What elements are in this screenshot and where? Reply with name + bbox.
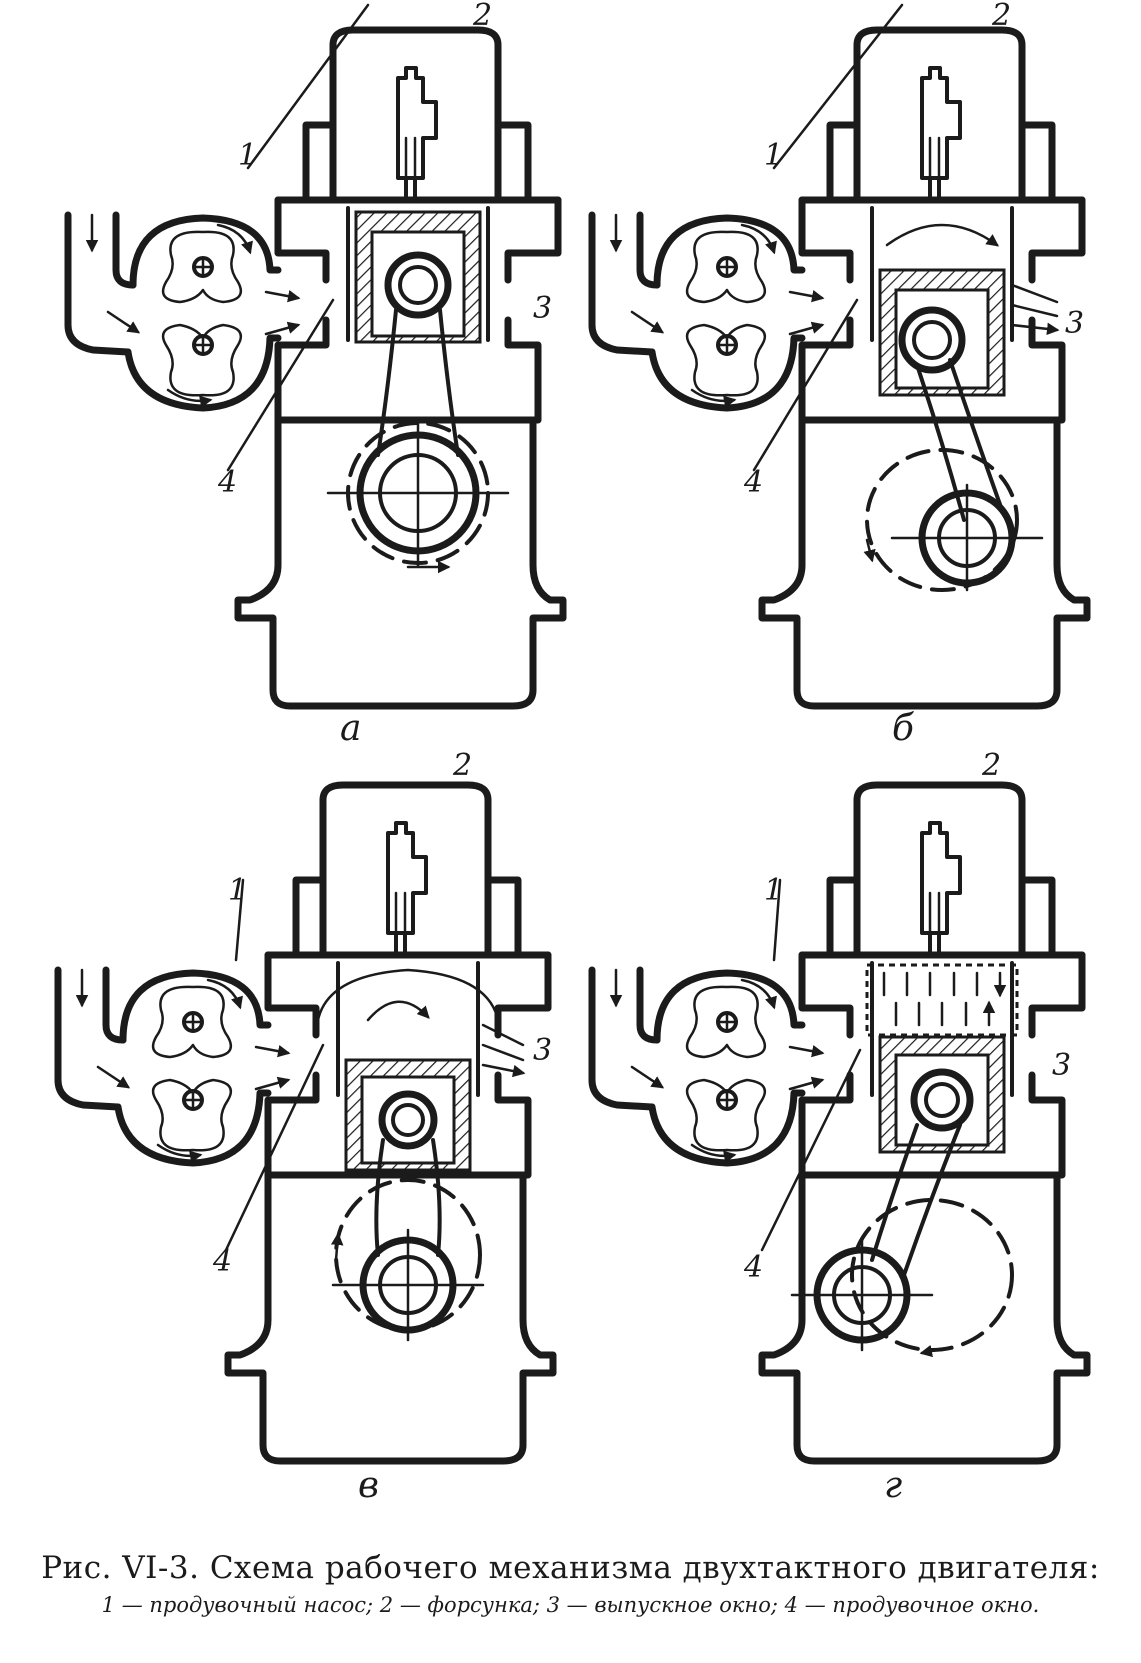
callout-injector: 2 [472, 0, 492, 33]
connecting-rod [376, 308, 460, 457]
panel-label-a: а [340, 708, 361, 749]
caption-legend: 1 — продувочный насос; 2 — форсунка; 3 —… [101, 1593, 1040, 1617]
callout-scavenge-port: 4 [743, 1250, 763, 1285]
callout-injector: 2 [981, 748, 1001, 783]
callout-injector: 2 [452, 748, 472, 783]
callout-scavenge-port: 4 [217, 465, 237, 500]
callout-scavenge-port: 4 [743, 465, 763, 500]
callout-pump: 1 [228, 873, 247, 908]
panel-c: 1 2 3 4 в [58, 748, 553, 1506]
panel-b: 1 2 3 4 б [592, 0, 1087, 749]
panel-d: 1 2 3 4 г [592, 748, 1087, 1506]
figure-caption: Рис. VI-3. Схема рабочего механизма двух… [0, 1550, 1141, 1617]
callout-exhaust-port: 3 [533, 1033, 552, 1068]
piston-pin [384, 251, 452, 319]
callout-injector: 2 [991, 0, 1011, 33]
callout-scavenge-port: 4 [212, 1244, 232, 1279]
callout-pump: 1 [764, 873, 783, 908]
callout-exhaust-port: 3 [533, 291, 552, 326]
panel-a: 1 2 3 4 а [68, 0, 563, 749]
panel-label-c: в [358, 1465, 379, 1506]
callout-pump: 1 [764, 138, 783, 173]
panel-label-d: г [884, 1465, 902, 1506]
engine-diagram: 1 2 3 4 а 1 2 3 4 б [0, 0, 1141, 1506]
callout-pump: 1 [238, 138, 257, 173]
callout-exhaust-port: 3 [1052, 1048, 1071, 1083]
callout-exhaust-port: 3 [1065, 306, 1084, 341]
panel-label-b: б [892, 708, 915, 749]
caption-title: Рис. VI-3. Схема рабочего механизма двух… [41, 1550, 1100, 1586]
